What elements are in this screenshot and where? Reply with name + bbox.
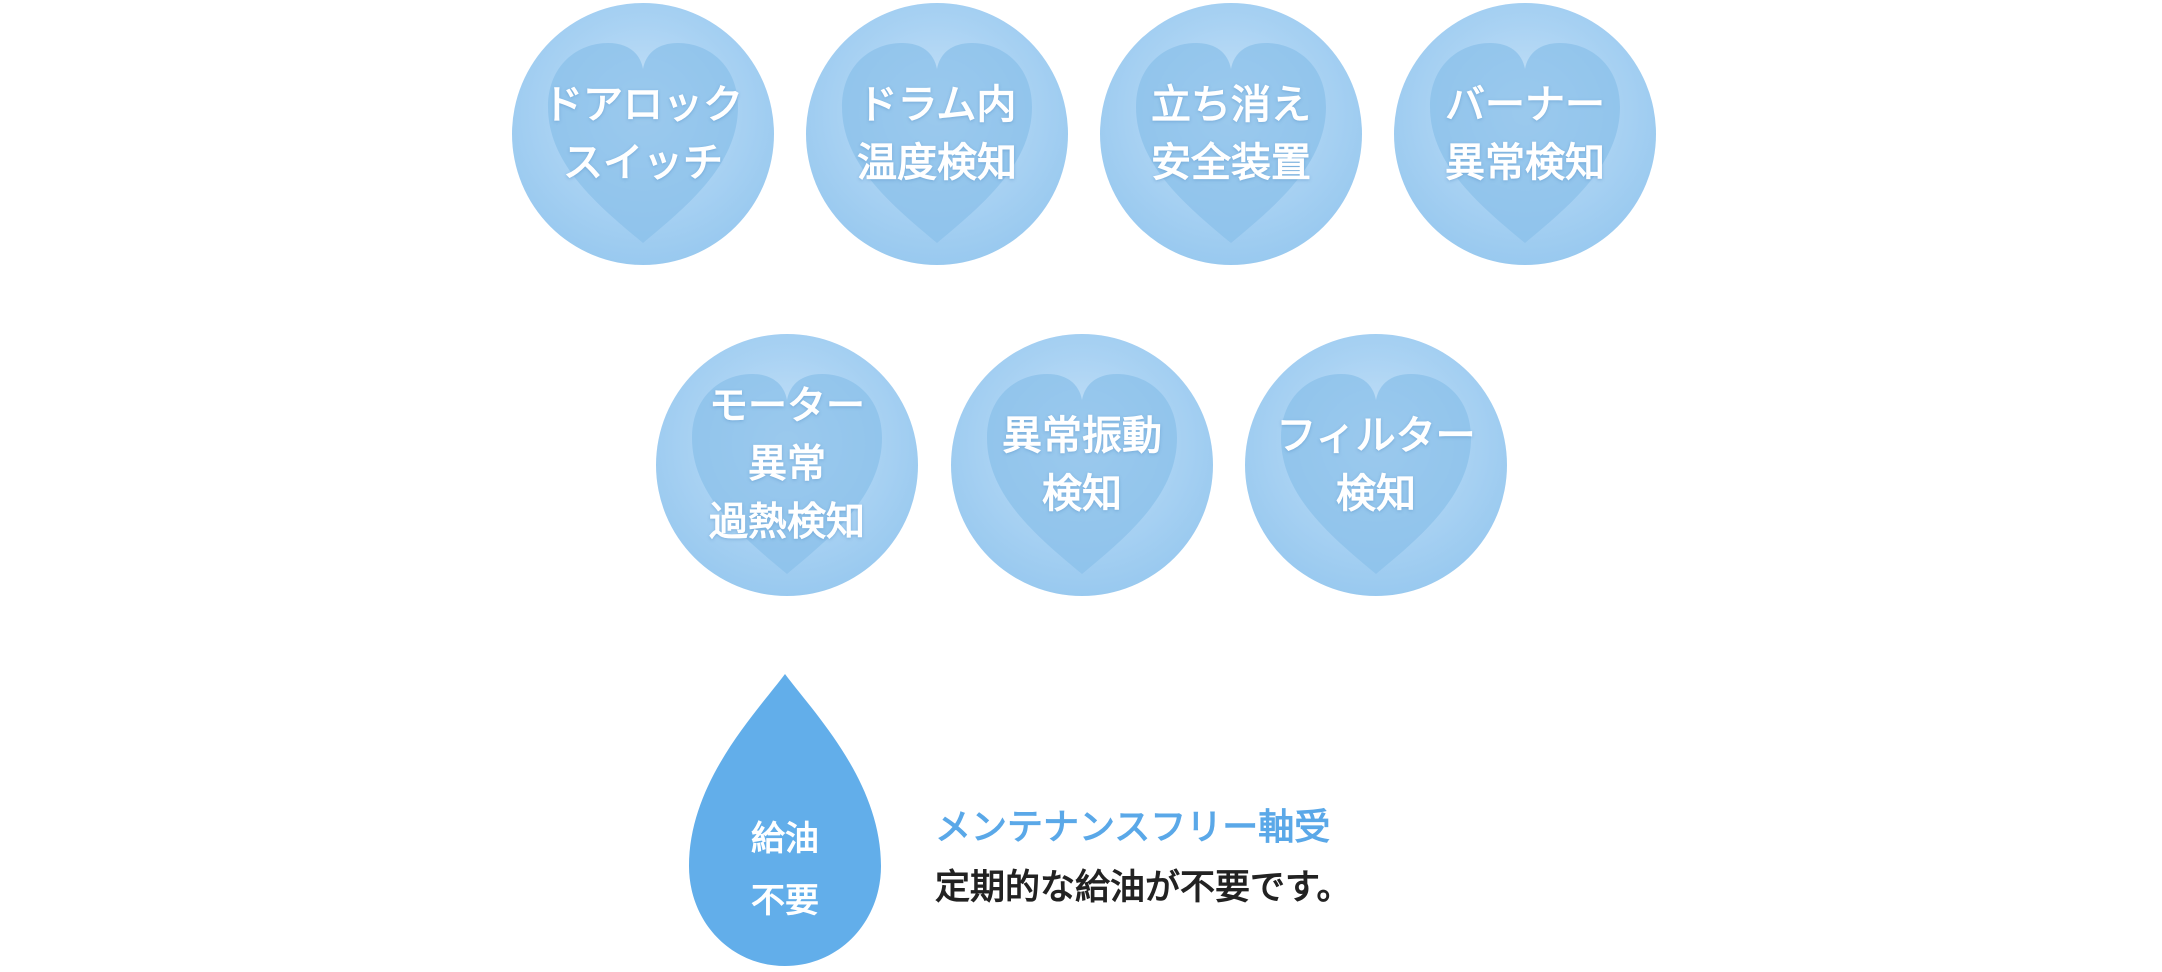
feature-badge-filter-detection: フィルター 検知 <box>1245 334 1507 596</box>
heart-icon <box>842 43 1032 243</box>
feature-badge-burner-abnormality: バーナー 異常検知 <box>1394 3 1656 265</box>
feature-badge-flame-out-safety: 立ち消え 安全装置 <box>1100 3 1362 265</box>
feature-badge-drum-temperature: ドラム内 温度検知 <box>806 3 1068 265</box>
feature-label-line: ドラム内 <box>857 82 1017 128</box>
drop-label: 給油 不要 <box>683 808 887 932</box>
feature-label-line: バーナー <box>1445 82 1605 128</box>
feature-label-line: 立ち消え <box>1151 82 1311 128</box>
heart-icon <box>1136 43 1326 243</box>
feature-label-line: 検知 <box>1042 471 1122 517</box>
feature-badge-motor-overheat: モーター 異常 過熱検知 <box>656 334 918 596</box>
feature-label-line: 異常振動 <box>1002 413 1162 459</box>
feature-label: 立ち消え 安全装置 <box>1100 76 1362 192</box>
feature-label: 異常振動 検知 <box>951 407 1213 523</box>
feature-label: モーター 異常 過熱検知 <box>656 378 918 552</box>
feature-label: バーナー 異常検知 <box>1394 76 1656 192</box>
drop-label-line: 不要 <box>751 881 819 921</box>
feature-label-line: ドアロック <box>543 82 743 128</box>
heart-icon <box>548 43 738 243</box>
no-oiling-drop: 給油 不要 <box>683 670 887 970</box>
safety-features: ドアロック スイッチ ドラム内 温度検知 立ち消え 安全装置 バーナー 異常検知 <box>512 3 1656 596</box>
feature-label-line: 異常 <box>747 442 826 487</box>
feature-label-line: フィルター <box>1276 413 1476 459</box>
feature-label: フィルター 検知 <box>1245 407 1507 523</box>
feature-badge-abnormal-vibration: 異常振動 検知 <box>951 334 1213 596</box>
feature-label-line: モーター <box>708 384 865 429</box>
maintenance-description: 定期的な給油が不要です。 <box>935 868 1352 908</box>
maintenance-free-section: 給油 不要 メンテナンスフリー軸受 定期的な給油が不要です。 <box>0 670 2162 972</box>
feature-badge-door-lock-switch: ドアロック スイッチ <box>512 3 774 265</box>
water-drop-icon <box>689 674 881 966</box>
feature-label-line: 安全装置 <box>1151 140 1311 186</box>
heart-icon <box>692 374 882 574</box>
heart-icon <box>1430 43 1620 243</box>
heart-icon <box>987 374 1177 574</box>
drop-label-line: 給油 <box>751 819 819 859</box>
feature-label: ドアロック スイッチ <box>512 76 774 192</box>
feature-label-line: スイッチ <box>563 140 723 186</box>
feature-label-line: 温度検知 <box>857 140 1017 186</box>
maintenance-title: メンテナンスフリー軸受 <box>935 807 1331 848</box>
feature-label: ドラム内 温度検知 <box>806 76 1068 192</box>
feature-label-line: 検知 <box>1336 471 1416 517</box>
feature-label-line: 過熱検知 <box>708 500 865 545</box>
maintenance-text: メンテナンスフリー軸受 定期的な給油が不要です。 <box>935 798 1352 918</box>
feature-label-line: 異常検知 <box>1445 140 1605 186</box>
heart-icon <box>1281 374 1471 574</box>
